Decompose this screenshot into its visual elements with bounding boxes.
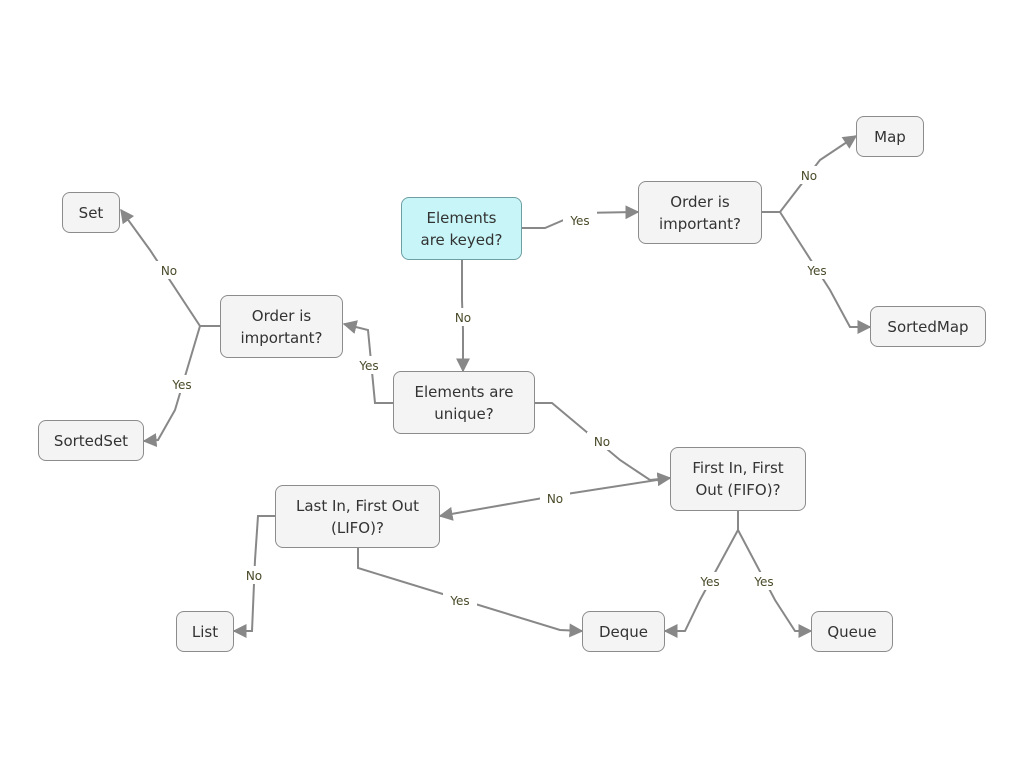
edge-label-set-order-no: No [161, 264, 177, 278]
node-sorted-set[interactable]: SortedSet [38, 420, 144, 461]
node-order-important-map-label: Order is important? [658, 192, 742, 233]
node-elements-keyed-label: Elements are keyed? [420, 208, 503, 249]
edge-fifo-yes-queue [737, 529, 813, 638]
edge-label-map-order-yes: Yes [806, 264, 826, 278]
node-sorted-map-label: SortedMap [887, 317, 969, 336]
edge-label-map-order-no: No [801, 169, 817, 183]
node-sorted-map[interactable]: SortedMap [870, 306, 986, 347]
node-sorted-set-label: SortedSet [53, 431, 129, 450]
edge-label-unique-no: No [594, 435, 610, 449]
node-set[interactable]: Set [62, 192, 120, 233]
edge-lifo-no [232, 515, 275, 638]
node-lifo[interactable]: Last In, First Out (LIFO)? [275, 485, 440, 548]
edge-label-lifo-no: No [246, 569, 262, 583]
node-list-label: List [191, 622, 219, 641]
edge-label-keyed-yes: Yes [569, 214, 589, 228]
edge-map-order-yes [779, 211, 872, 334]
node-order-important-map[interactable]: Order is important? [638, 181, 762, 244]
node-order-important-set-label: Order is important? [240, 306, 323, 347]
edge-map-order-no [762, 135, 858, 213]
node-order-important-set[interactable]: Order is important? [220, 295, 343, 358]
node-elements-keyed[interactable]: Elements are keyed? [401, 197, 522, 260]
node-fifo[interactable]: First In, First Out (FIFO)? [670, 447, 806, 511]
node-deque-label: Deque [598, 622, 649, 641]
edge-label-fifo-yes-queue: Yes [753, 575, 773, 589]
edge-label-lifo-yes: Yes [449, 594, 469, 608]
node-queue[interactable]: Queue [811, 611, 893, 652]
node-map[interactable]: Map [856, 116, 924, 157]
node-elements-unique[interactable]: Elements are unique? [393, 371, 535, 434]
edge-label-set-order-yes: Yes [171, 378, 191, 392]
node-list[interactable]: List [176, 611, 234, 652]
node-deque[interactable]: Deque [582, 611, 665, 652]
node-map-label: Map [874, 127, 906, 146]
edge-label-fifo-no: No [547, 492, 563, 506]
edge-set-order-yes [142, 325, 201, 448]
edge-set-order-no [120, 208, 220, 327]
node-queue-label: Queue [827, 622, 877, 641]
node-elements-unique-label: Elements are unique? [414, 382, 514, 423]
edge-label-keyed-no: No [455, 311, 471, 325]
edge-lifo-yes [357, 548, 584, 638]
edge-fifo-yes-deque [663, 511, 739, 638]
node-fifo-label: First In, First Out (FIFO)? [692, 459, 784, 499]
edge-keyed-yes [522, 205, 640, 229]
edge-label-unique-yes: Yes [358, 359, 378, 373]
edge-label-fifo-yes-deque: Yes [699, 575, 719, 589]
node-set-label: Set [78, 203, 104, 222]
node-lifo-label: Last In, First Out (LIFO)? [295, 496, 419, 537]
